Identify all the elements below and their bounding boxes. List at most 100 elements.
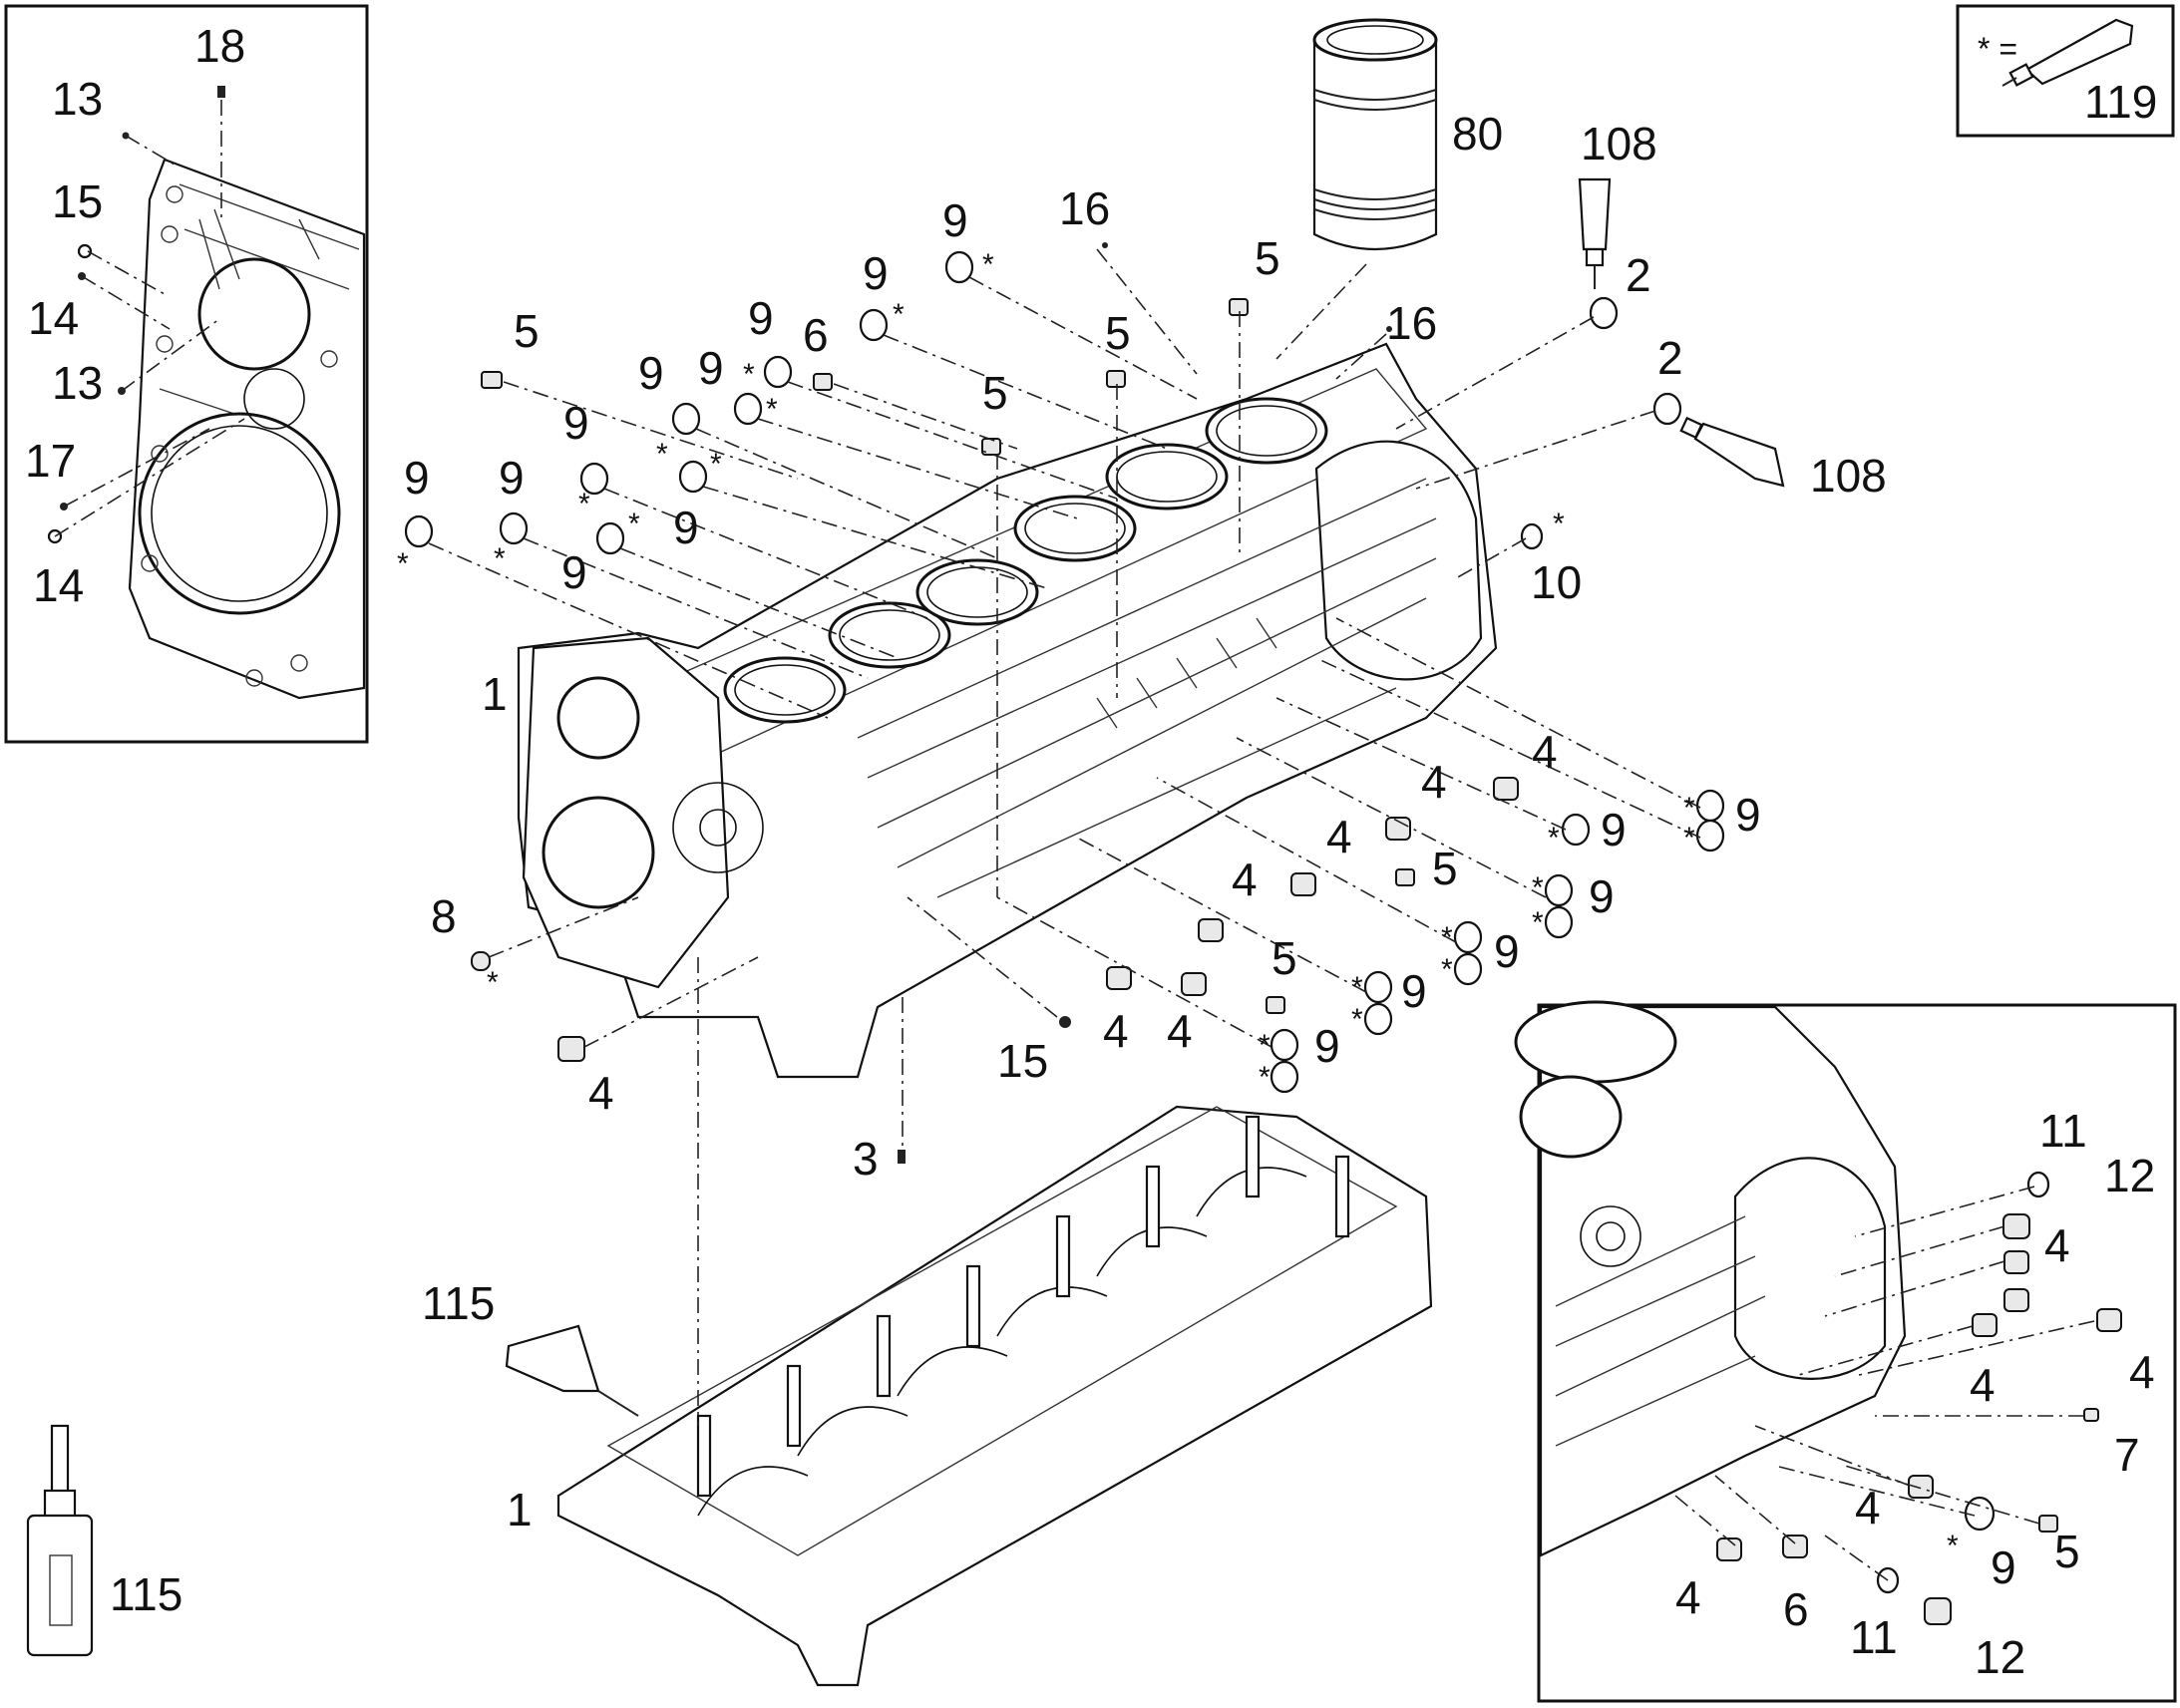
label-4-b: 4 xyxy=(1103,1005,1129,1057)
label-10: 10 xyxy=(1531,556,1582,608)
inset-r-label-4b: 4 xyxy=(1970,1359,1996,1411)
svg-text:*: * xyxy=(656,438,668,471)
svg-text:*: * xyxy=(743,358,755,391)
svg-text:*: * xyxy=(1532,871,1544,904)
cylinder-liner-80 xyxy=(1312,18,1438,251)
label-8: 8 xyxy=(431,890,457,942)
svg-text:*: * xyxy=(1548,822,1560,854)
label-9-a: 9 xyxy=(942,194,968,246)
svg-text:*: * xyxy=(766,393,778,426)
label-15: 15 xyxy=(997,1035,1048,1087)
inset-label-18: 18 xyxy=(194,20,245,72)
label-16-top: 16 xyxy=(1059,182,1110,234)
legend-symbol: * = xyxy=(1978,31,2017,67)
label-6: 6 xyxy=(803,309,829,361)
svg-text:*: * xyxy=(1553,508,1565,540)
label-115-bottle: 115 xyxy=(110,1568,182,1620)
inset-label-14b: 14 xyxy=(33,559,84,611)
inset-r-label-5: 5 xyxy=(2054,1526,2080,1577)
svg-text:*: * xyxy=(1441,953,1453,986)
label-4-bottom: 4 xyxy=(588,1067,614,1119)
callout-labels: 80 108 2 2 108 10 16 16 5 5 5 5 6 9 9 9 … xyxy=(110,108,1887,1620)
label-9-b: 9 xyxy=(863,247,889,299)
svg-text:*: * xyxy=(494,542,506,575)
svg-text:*: * xyxy=(1351,971,1363,1004)
legend-ref: 119 xyxy=(2084,76,2157,128)
label-5-c: 5 xyxy=(982,367,1008,419)
label-2-right: 2 xyxy=(1657,332,1683,384)
label-9-c: 9 xyxy=(748,292,774,344)
svg-text:*: * xyxy=(893,298,905,331)
inset-label-14: 14 xyxy=(28,292,79,344)
sealant-bottle-115 xyxy=(26,1424,94,1657)
svg-text:*: * xyxy=(628,508,640,540)
label-9-o: 9 xyxy=(1401,965,1427,1017)
label-2-top: 2 xyxy=(1626,249,1651,301)
label-9-m: 9 xyxy=(1589,870,1615,922)
label-5-f: 5 xyxy=(1272,932,1297,984)
legend-box: * = 119 xyxy=(1956,4,2175,138)
svg-text:*: * xyxy=(710,448,722,481)
label-4-e: 4 xyxy=(1326,811,1352,862)
label-3: 3 xyxy=(853,1133,879,1185)
inset-r-label-12b: 12 xyxy=(1975,1631,2025,1683)
engine-block-upper xyxy=(517,342,1498,1079)
svg-text:*: * xyxy=(1532,906,1544,939)
label-9-l: 9 xyxy=(1601,804,1627,855)
svg-text:*: * xyxy=(982,248,994,281)
label-9-e: 9 xyxy=(638,347,664,399)
label-5-b: 5 xyxy=(1105,307,1131,359)
label-9-h: 9 xyxy=(499,452,525,504)
svg-text:*: * xyxy=(1683,792,1695,825)
plugs-and-seals xyxy=(404,242,1725,1164)
label-4-g: 4 xyxy=(1532,726,1558,778)
label-4-d: 4 xyxy=(1232,854,1258,905)
label-5-d: 5 xyxy=(514,305,540,357)
label-5-e: 5 xyxy=(1432,843,1458,894)
svg-text:*: * xyxy=(487,966,499,999)
label-1-top: 1 xyxy=(482,668,508,720)
svg-text:*: * xyxy=(1441,921,1453,954)
svg-text:*: * xyxy=(1259,1061,1271,1094)
sealant-tube-108-right xyxy=(1679,416,1785,488)
leader-lines xyxy=(428,248,1701,1426)
svg-text:*: * xyxy=(578,488,590,520)
inset-r-label-11a: 11 xyxy=(2039,1105,2087,1157)
inset-r-label-4c: 4 xyxy=(2129,1346,2155,1398)
label-9-f: 9 xyxy=(563,397,589,449)
label-115-tube: 115 xyxy=(422,1277,495,1329)
label-108-right: 108 xyxy=(1810,450,1887,502)
engine-block-lower xyxy=(556,1105,1433,1687)
label-9-g: 9 xyxy=(404,452,430,504)
inset-rear-detail: 11 12 4 4 4 7 4 5 9 4 6 11 12 xyxy=(1514,1000,2177,1703)
inset-r-label-4a: 4 xyxy=(2044,1219,2070,1271)
sealant-tube-115 xyxy=(505,1324,639,1417)
inset-label-13b: 13 xyxy=(52,357,103,409)
inset-r-label-11b: 11 xyxy=(1850,1611,1898,1663)
label-5-a: 5 xyxy=(1255,232,1280,284)
label-9-p: 9 xyxy=(1314,1020,1340,1072)
inset-r-label-9: 9 xyxy=(1991,1541,2016,1593)
label-4-f: 4 xyxy=(1421,756,1447,808)
label-1-bottom: 1 xyxy=(507,1484,533,1536)
inset-label-17: 17 xyxy=(25,435,76,487)
inset-plug-18 xyxy=(217,86,225,98)
inset-r-label-7: 7 xyxy=(2114,1429,2140,1481)
label-4-c: 4 xyxy=(1167,1005,1193,1057)
label-9-n: 9 xyxy=(1494,925,1520,977)
label-9-d: 9 xyxy=(698,342,724,394)
inset-r-label-6: 6 xyxy=(1783,1583,1809,1635)
inset-label-15: 15 xyxy=(52,175,103,227)
inset-r-label-4d: 4 xyxy=(1855,1482,1881,1534)
inset-r-label-12a: 12 xyxy=(2104,1150,2155,1201)
svg-text:*: * xyxy=(1947,1530,1959,1562)
label-16-right: 16 xyxy=(1386,297,1437,349)
inset-r-label-4e: 4 xyxy=(1675,1571,1701,1623)
svg-text:*: * xyxy=(1259,1029,1271,1062)
svg-text:*: * xyxy=(1683,822,1695,854)
label-108-top: 108 xyxy=(1581,118,1657,170)
label-80: 80 xyxy=(1452,108,1503,160)
label-9-i: 9 xyxy=(673,502,699,553)
label-9-j: 9 xyxy=(561,546,587,598)
